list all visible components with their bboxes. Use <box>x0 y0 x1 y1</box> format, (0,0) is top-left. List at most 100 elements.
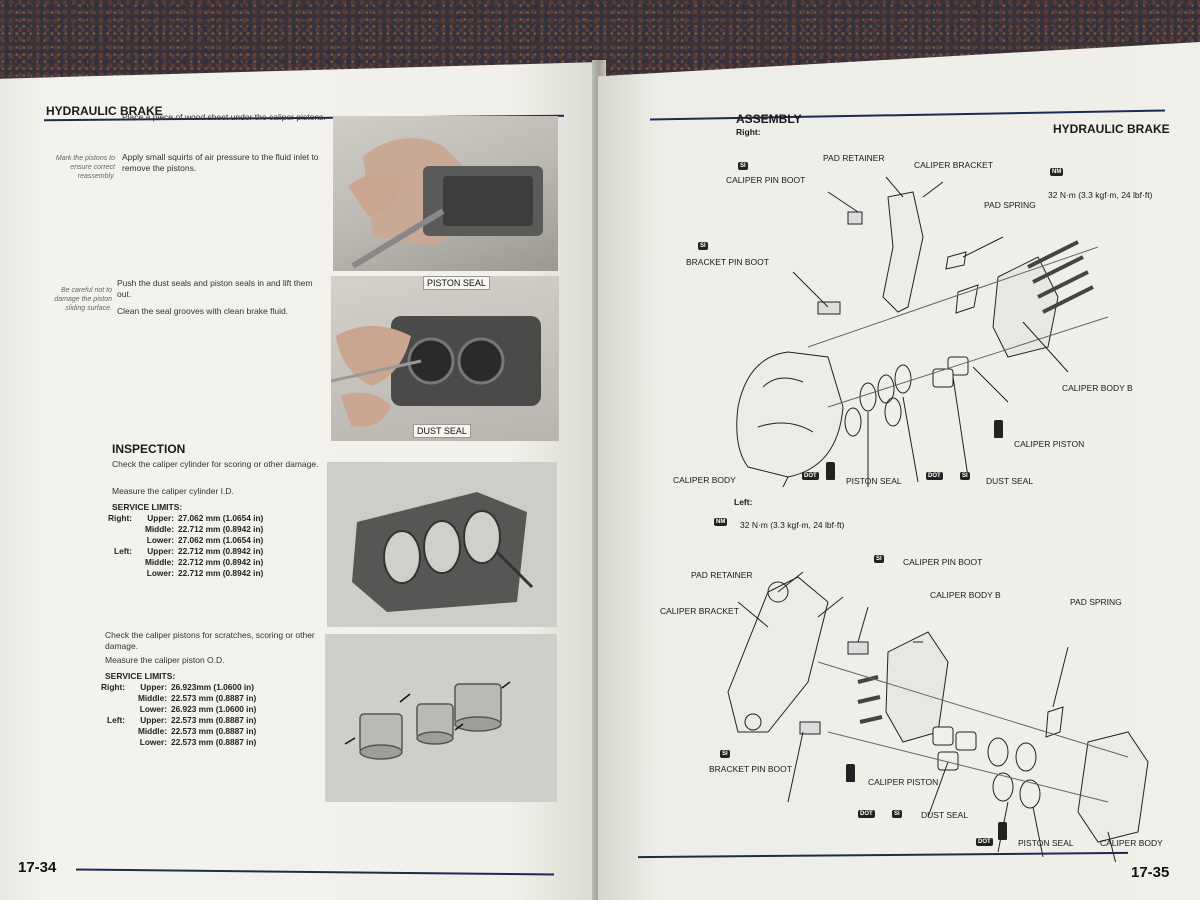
l-dust-seal: DUST SEAL <box>921 810 969 820</box>
limit-row: Lower: 22.712 mm (0.8942 in) <box>106 568 265 579</box>
l-caliper-bracket: CALIPER BRACKET <box>660 606 739 616</box>
photo-caliper-cylinder <box>327 462 557 627</box>
limit-row: Lower: 27.062 mm (1.0654 in) <box>106 535 265 546</box>
l-caliper-pin-boot: CALIPER PIN BOOT <box>903 557 983 567</box>
piston-limits-table: Right: Upper: 26.923mm (1.0600 in) Middle: 2… <box>99 682 258 748</box>
inspection-check-pistons: Check the caliper pistons for scratches,… <box>105 630 315 651</box>
limit-value: 22.573 mm (0.8887 in) <box>171 737 257 747</box>
limit-row: Middle: 22.573 mm (0.8887 in) <box>99 693 258 704</box>
r-piston-seal: PISTON SEAL <box>846 476 902 486</box>
callout-dust-seal: DUST SEAL <box>413 424 471 438</box>
limit-pos: Lower: <box>139 704 167 714</box>
inspection-measure-cylinder: Measure the caliper cylinder I.D. <box>112 486 234 496</box>
limit-pos: Upper: <box>147 546 174 556</box>
limit-side <box>106 524 134 535</box>
limit-value: 27.062 mm (1.0654 in) <box>178 513 264 523</box>
limit-side <box>99 704 127 715</box>
limit-value: 22.712 mm (0.8942 in) <box>178 557 264 567</box>
limit-pos: Lower: <box>139 737 167 747</box>
assembly-title: ASSEMBLY <box>736 112 802 126</box>
l-torque: 32 N·m (3.3 kgf·m, 24 lbf·ft) <box>740 520 845 530</box>
inspection-check-cylinder: Check the caliper cylinder for scoring o… <box>112 459 319 469</box>
r-caliper-piston: CALIPER PISTON <box>1014 439 1085 449</box>
limit-side <box>106 568 134 579</box>
limit-row: Middle: 22.712 mm (0.8942 in) <box>106 557 265 568</box>
caliper-pistons-illustration <box>344 681 511 760</box>
limit-value: 22.712 mm (0.8942 in) <box>178 524 264 534</box>
r-dust-seal: DUST SEAL <box>986 476 1034 486</box>
inspection-measure-pistons: Measure the caliper piston O.D. <box>105 655 225 665</box>
step-air-pressure: Apply small squirts of air pressure to t… <box>122 152 319 173</box>
torque-icon: NM <box>1050 168 1064 176</box>
limit-pos: Middle: <box>137 693 167 703</box>
piston-limits-title: SERVICE LIMITS: <box>105 671 176 681</box>
right-page-number: 17-35 <box>1131 864 1170 881</box>
limit-pos: Upper: <box>147 513 174 523</box>
brake-fluid-bottle-icon <box>998 822 1007 840</box>
limit-side <box>99 737 127 748</box>
limit-row: Left:Upper:22.712 mm (0.8942 in) <box>106 546 265 557</box>
limit-pos: Upper: <box>140 715 167 725</box>
note-careful: Be careful not to damage the piston slid… <box>54 287 112 312</box>
r-bracket-pin-boot: BRACKET PIN BOOT <box>686 257 769 267</box>
r-caliper-pin-boot: CALIPER PIN BOOT <box>726 175 806 185</box>
limit-side <box>99 693 127 704</box>
r-torque: 32 N·m (3.3 kgf·m, 24 lbf·ft) <box>1048 190 1153 200</box>
limit-side <box>106 557 134 568</box>
grease-icon: SI <box>698 242 708 250</box>
limit-row: Middle: 22.573 mm (0.8887 in) <box>99 726 258 737</box>
limit-value: 26.923mm (1.0600 in) <box>171 682 255 692</box>
right-page: ASSEMBLY HYDRAULIC BRAKE Right: <box>598 42 1200 900</box>
limit-value: 22.573 mm (0.8887 in) <box>171 693 257 703</box>
r-caliper-bracket: CALIPER BRACKET <box>914 160 993 170</box>
torque-icon: DOT <box>926 472 943 480</box>
grease-icon: SI <box>738 162 748 170</box>
limit-pos: Middle: <box>144 557 174 567</box>
note-mark-pistons: Mark the pistons to ensure correct reass… <box>55 155 115 180</box>
limit-side <box>99 726 127 737</box>
photo-caliper-pistons <box>325 634 557 802</box>
l-caliper-body: CALIPER BODY <box>1100 838 1163 848</box>
right-side-label: Right: <box>736 127 761 137</box>
torque-icon: DOT <box>976 838 993 846</box>
limit-side: Left: <box>114 546 132 556</box>
limit-pos: Lower: <box>146 535 174 545</box>
r-pad-retainer: PAD RETAINER <box>823 153 885 163</box>
grease-icon: SI <box>892 810 902 818</box>
brake-fluid-bottle-icon <box>826 462 835 480</box>
limit-pos: Upper: <box>140 682 167 692</box>
left-footer-rule <box>76 868 554 876</box>
limit-pos: Middle: <box>144 524 174 534</box>
grease-icon: SI <box>874 555 884 563</box>
left-page: HYDRAULIC BRAKE Place a piece of wood sh… <box>0 62 600 900</box>
r-pad-spring: PAD SPRING <box>984 200 1036 210</box>
limit-value: 27.062 mm (1.0654 in) <box>178 535 264 545</box>
limit-pos: Middle: <box>137 726 167 736</box>
limit-row: Lower: 26.923 mm (1.0600 in) <box>99 704 258 715</box>
photo-air-pressure <box>333 116 558 271</box>
limit-value: 22.573 mm (0.8887 in) <box>171 726 257 736</box>
limit-side: Right: <box>101 682 125 692</box>
left-page-number: 17-34 <box>18 859 57 876</box>
limit-value: 26.923 mm (1.0600 in) <box>171 704 257 714</box>
limit-side: Left: <box>107 715 125 725</box>
l-piston-seal: PISTON SEAL <box>1018 838 1074 848</box>
cylinder-limits-table: Right:Upper:27.062 mm (1.0654 in)Middle:… <box>106 513 265 579</box>
limit-row: Left:Upper:22.573 mm (0.8887 in) <box>99 715 258 726</box>
limit-row: Right: Upper: 26.923mm (1.0600 in) <box>99 682 258 693</box>
brake-fluid-bottle-icon <box>994 420 1003 438</box>
air-pressure-illustration <box>348 138 543 269</box>
right-assembly-diagram <box>736 176 1109 487</box>
limit-value: 22.712 mm (0.8942 in) <box>178 568 264 578</box>
limit-row: Lower: 22.573 mm (0.8887 in) <box>99 737 258 748</box>
step-wood-sheet: Place a piece of wood sheet under the ca… <box>122 112 326 122</box>
brake-fluid-bottle-icon <box>846 764 855 782</box>
left-page-header: HYDRAULIC BRAKE <box>46 104 163 118</box>
photo-seal-removal: PISTON SEAL DUST SEAL <box>331 276 559 441</box>
limit-row: Right:Upper:27.062 mm (1.0654 in) <box>106 513 265 524</box>
r-caliper-body: CALIPER BODY <box>673 475 736 485</box>
r-caliper-body-b: CALIPER BODY B <box>1062 383 1133 393</box>
limit-pos: Lower: <box>146 568 174 578</box>
l-bracket-pin-boot: BRACKET PIN BOOT <box>709 764 792 774</box>
grease-icon: SI <box>960 472 970 480</box>
